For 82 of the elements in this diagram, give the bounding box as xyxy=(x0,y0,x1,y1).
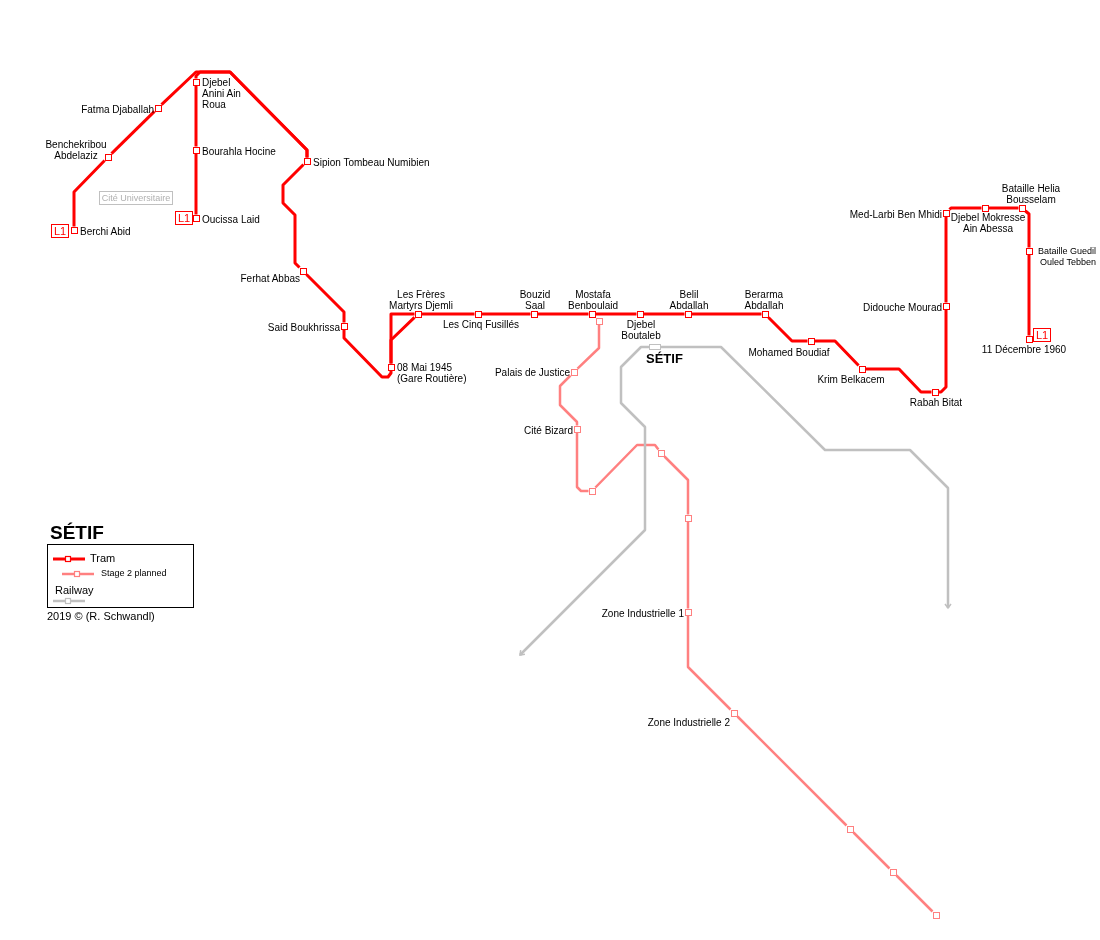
tram-line xyxy=(988,206,1019,210)
station-name: Fatma Djaballah xyxy=(81,103,154,115)
station-name: Djebel Anini Ain Roua xyxy=(202,77,242,110)
line-badge: L1 xyxy=(1032,328,1052,342)
station-name: Bataille Guedil Ouled Tebben xyxy=(1036,246,1096,268)
planned-tram-line xyxy=(594,443,660,489)
planned-tram-line xyxy=(686,521,690,609)
tram-line xyxy=(72,159,106,227)
railway-station-name: SÉTIF xyxy=(646,352,683,366)
tram-line xyxy=(110,110,156,155)
tram-line xyxy=(537,312,589,316)
station-name: Rabah Bitat xyxy=(909,397,963,408)
station-marker xyxy=(588,487,596,495)
tram-line xyxy=(691,312,762,316)
legend-text: Railway xyxy=(55,584,94,596)
station-marker xyxy=(889,868,897,876)
station-marker xyxy=(595,317,603,325)
tram-line xyxy=(865,367,932,394)
station-name: Mohamed Boudiaf xyxy=(748,347,830,358)
tram-line xyxy=(194,85,198,147)
station-name: Mostafa Benboulaid xyxy=(566,289,619,311)
station-name: Djebel Mokresse Ain Abessa xyxy=(949,212,1027,234)
station-name: Zone Industrielle 2 xyxy=(647,716,730,728)
planned-tram-line xyxy=(558,374,579,426)
railway-line xyxy=(661,345,952,609)
station-marker xyxy=(684,514,692,522)
station-name: 11 Décembre 1960 xyxy=(981,344,1067,355)
tram-line xyxy=(342,329,393,379)
planned-tram-line xyxy=(576,324,601,370)
station-name: Berarma Abdallah xyxy=(743,289,785,311)
station-name: Krim Belkacem xyxy=(817,374,885,385)
planned-tram-line xyxy=(852,831,891,870)
station-name: Zone Industrielle 1 xyxy=(601,607,684,619)
station-name: Cité Bizard xyxy=(524,424,573,436)
planned-tram-line xyxy=(686,615,732,711)
map-title: SÉTIF xyxy=(50,522,104,544)
station-name: Oucissa Laid xyxy=(202,213,260,225)
station-name: Bouzid Saal xyxy=(518,289,552,311)
station-name: Didouche Mourad xyxy=(863,301,942,313)
tram-line xyxy=(767,316,808,343)
station-name: Med-Larbi Ben Mhidi xyxy=(849,208,942,220)
tram-line xyxy=(1027,254,1031,336)
tram-line xyxy=(814,339,860,367)
station-marker xyxy=(657,449,665,457)
tram-line xyxy=(948,206,982,211)
legend-text: Stage 2 planned xyxy=(101,568,167,578)
tram-line xyxy=(944,216,948,303)
planned-tram-line xyxy=(663,455,690,515)
tram-line xyxy=(595,312,637,316)
tram-line xyxy=(643,312,685,316)
station-name: Berchi Abid xyxy=(80,225,131,237)
line-badge: L1 xyxy=(174,211,194,225)
station-name: Djebel Boutaleb xyxy=(620,319,662,341)
station-name: Bataille Helia Bousselam xyxy=(1000,183,1062,205)
tram-line xyxy=(281,163,305,269)
tram-line xyxy=(194,70,309,158)
station-name: Les Cinq Fusillés xyxy=(442,319,520,330)
tram-line xyxy=(305,273,346,323)
tram-line xyxy=(194,153,198,215)
planned-tram-line xyxy=(736,715,848,827)
district-label: Cité Universitaire xyxy=(98,191,174,205)
station-name: Ferhat Abbas xyxy=(240,272,300,284)
station-name: Sipion Tombeau Numibien xyxy=(313,156,430,168)
station-name: Palais de Justice xyxy=(494,367,570,378)
planned-tram-line xyxy=(575,432,589,493)
tram-line xyxy=(938,309,948,394)
railway-line xyxy=(519,345,649,656)
station-name: Les Frères Martyrs Djemli xyxy=(388,289,454,311)
station-name: Belil Abdallah xyxy=(668,289,710,311)
planned-tram-line xyxy=(895,874,934,913)
station-name: Bourahla Hocine xyxy=(202,145,276,157)
legend-text: Tram xyxy=(90,552,116,564)
station-name: Benchekribou Abdelaziz xyxy=(45,139,107,161)
station-marker xyxy=(932,911,940,919)
tram-line xyxy=(481,312,531,316)
tram-line xyxy=(1024,209,1031,248)
tram-line xyxy=(421,312,475,316)
line-badge: L1 xyxy=(50,224,70,238)
station-name: 08 Mai 1945 (Gare Routière) xyxy=(397,362,468,384)
copyright-note: 2019 © (R. Schwandl) xyxy=(47,610,155,622)
station-marker xyxy=(846,825,854,833)
station-name: Said Boukhrissa xyxy=(267,321,340,333)
